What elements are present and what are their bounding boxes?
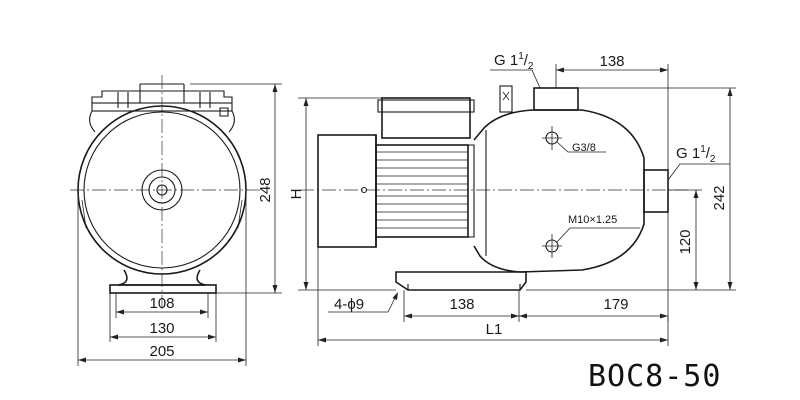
- dim-138t-label: 138: [599, 53, 624, 70]
- front-foot-base: [109, 284, 217, 294]
- front-hub-outer: [141, 169, 183, 211]
- side-base: [395, 271, 527, 291]
- front-shaft: [156, 184, 168, 196]
- front-terminal-cap: [139, 83, 185, 103]
- front-terminal-box: [91, 90, 233, 103]
- dim-179-label: 179: [603, 296, 628, 313]
- front-terminal-bolts: [117, 92, 211, 108]
- side-flange: [468, 144, 475, 238]
- side-motor-fins: [376, 151, 468, 229]
- side-base-holes: [407, 284, 521, 290]
- dim-248-label: 248: [257, 177, 274, 202]
- dim-205-label: 205: [149, 343, 174, 360]
- phi9-leader: [328, 295, 397, 313]
- phi9-label: 4-ϕ9: [334, 296, 364, 313]
- front-hub-mid: [148, 176, 176, 204]
- g-top-label: G 11/2: [494, 51, 534, 72]
- front-ears: [89, 110, 235, 133]
- side-prime-mark: [502, 91, 510, 101]
- side-motor-mark: [360, 186, 368, 194]
- dim-242-label: 242: [711, 185, 728, 210]
- g-side-label: G 11/2: [676, 144, 716, 165]
- model-title: BOC8-50: [588, 359, 721, 394]
- dim-L1-label: L1: [486, 321, 503, 338]
- dim-120-label: 120: [677, 229, 694, 254]
- front-fins: [81, 199, 243, 229]
- dim-130-label: 130: [149, 320, 174, 337]
- side-prime-handle: [499, 85, 513, 113]
- m10-leader: [556, 227, 640, 243]
- front-view: 108 130 205 248: [70, 75, 282, 366]
- side-view: G3/8 M10×1.25 H 4-ϕ9 138 179: [288, 51, 736, 346]
- g-top-leader: [490, 69, 541, 89]
- side-inlet-nozzle: [643, 169, 669, 213]
- side-motor-body: [375, 144, 469, 238]
- m10-label: M10×1.25: [568, 214, 617, 226]
- phi9-arrow: [392, 292, 398, 300]
- side-outlet-top: [533, 87, 579, 111]
- side-motor-endcap: [317, 134, 377, 248]
- front-cable-gland: [219, 107, 229, 117]
- g38-label: G3/8: [572, 142, 596, 154]
- front-motor-rim: [83, 111, 241, 269]
- side-pump-housing: [473, 109, 645, 273]
- front-terminal-base: [91, 102, 233, 112]
- dim-108-label: 108: [149, 295, 174, 312]
- side-terminal-lid: [377, 99, 475, 113]
- g38-leader: [556, 141, 606, 153]
- dim-H-label: H: [288, 189, 305, 200]
- dim-138b-label: 138: [449, 296, 474, 313]
- g-side-leader: [667, 163, 730, 181]
- side-terminal-box: [381, 97, 471, 139]
